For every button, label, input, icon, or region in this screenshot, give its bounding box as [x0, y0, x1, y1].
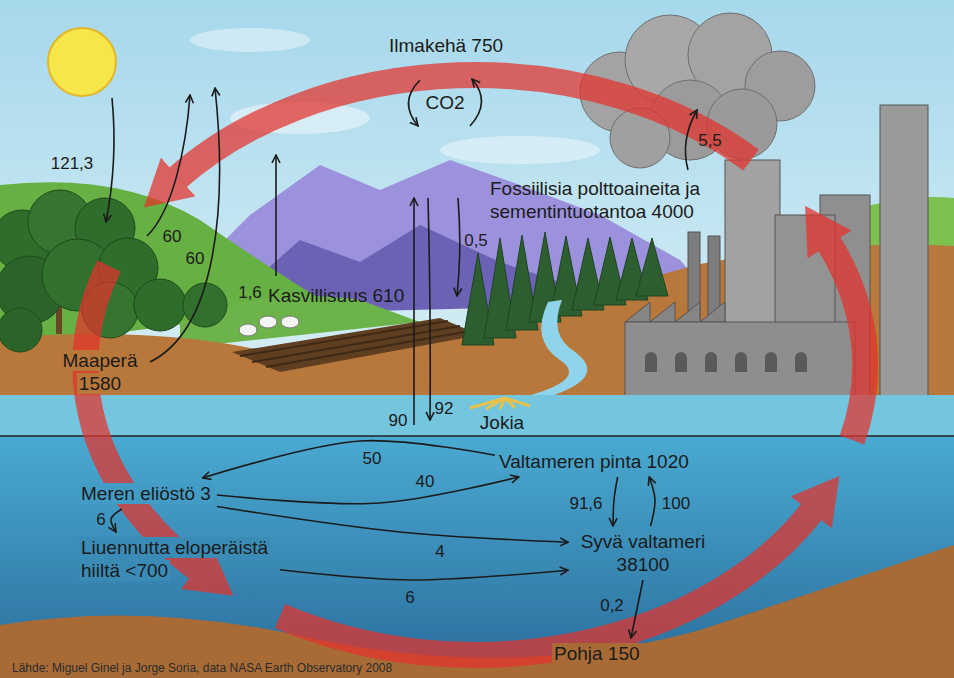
carbon-reservoir: Kasvillisuus 610: [264, 280, 408, 311]
connector-group: [111, 441, 655, 638]
flux-value: 121,3: [51, 155, 94, 172]
flux-arrow: [203, 441, 495, 478]
flux-arrow: [280, 570, 568, 580]
carbon-reservoir: Pohja 150: [548, 638, 646, 669]
flux-value: 91,6: [569, 495, 602, 512]
cycle-arrows: [85, 266, 199, 570]
factory: [625, 302, 725, 322]
plowed-field: [266, 331, 470, 367]
flux-value: 6: [405, 589, 414, 606]
sheep: [281, 316, 299, 328]
reservoir-name: Valtameren pinta 1020: [499, 451, 689, 472]
flux-value: 1,6: [238, 284, 262, 301]
flux-value: 5,5: [698, 132, 722, 149]
sun: [48, 28, 116, 96]
sea-surface-line: [0, 435, 954, 437]
flux-value: 6: [96, 511, 105, 528]
flux-arrow: [457, 198, 460, 296]
flux-arrow: [147, 95, 190, 236]
flux-arrow: [613, 477, 618, 526]
river-delta: [470, 398, 530, 409]
factory: [625, 322, 855, 396]
sun: [48, 28, 116, 96]
reservoir-name: Syvä valtameri 38100: [581, 531, 706, 575]
factory: [645, 352, 807, 372]
carbon-reservoir: Syvä valtameri 38100: [568, 526, 718, 580]
sky: [0, 0, 954, 420]
carbon-reservoir: Valtameren pinta 1020: [495, 446, 693, 477]
plowed-field: [252, 326, 460, 362]
flux-arrow: [106, 79, 697, 425]
deciduous-trees: [0, 308, 42, 352]
cycle-arrows: [176, 75, 751, 179]
flux-arrow: [150, 88, 220, 362]
cycle-arrows: [828, 242, 865, 440]
flux-value: 60: [186, 250, 205, 267]
gas-formula: CO2: [425, 93, 464, 112]
deciduous-trees: [183, 283, 227, 327]
river: [520, 300, 587, 398]
sky: [440, 136, 600, 164]
ocean: [0, 395, 954, 436]
flux-arrow: [275, 155, 277, 276]
flux-arrow: [111, 509, 122, 532]
carbon-reservoir: Meren eliöstö 3: [75, 478, 217, 509]
flux-arrow: [106, 98, 114, 222]
reservoir-name: Meren eliöstö 3: [79, 483, 213, 504]
carbon-reservoir: Maaperä 1580: [55, 345, 145, 399]
reservoir-name: Ilmakehä 750: [389, 35, 503, 56]
ocean: [0, 436, 954, 678]
sheep: [259, 316, 277, 328]
cycle-arrows: [280, 510, 813, 655]
flux-arrow: [217, 507, 568, 543]
place-name: Jokia: [480, 413, 524, 432]
sea-surface-line: [0, 436, 954, 437]
flux-arrow: [428, 198, 430, 420]
reservoir-name: Fossiilisia polttoaineita ja sementintuo…: [490, 178, 700, 222]
flux-arrow: [649, 477, 655, 526]
flux-arrow: [470, 79, 482, 126]
flux-arrow: [631, 580, 643, 638]
carbon-reservoir: Fossiilisia polttoaineita ja sementintuo…: [486, 173, 726, 227]
flux-value: 0,5: [464, 232, 488, 249]
sky: [0, 0, 954, 420]
sheep: [239, 324, 257, 336]
flux-arrow: [217, 477, 519, 504]
flux-arrow: [413, 198, 415, 425]
river: [520, 300, 587, 398]
river-delta: [470, 398, 530, 409]
carbon-reservoir: Ilmakehä 750: [385, 30, 507, 61]
sheep: [239, 316, 299, 336]
factory: [880, 105, 928, 405]
flux-arrow: [408, 80, 420, 126]
flux-value: 100: [662, 495, 690, 512]
flux-value: 50: [363, 450, 382, 467]
reservoir-name: Pohja 150: [552, 643, 642, 664]
reservoir-name: Liuennutta eloperäistä hiiltä <700: [79, 537, 270, 581]
flux-value: 0,2: [600, 597, 624, 614]
source-note: Lähde: Miguel Ginel ja Jorge Soria, data…: [12, 662, 392, 674]
flux-value: 40: [416, 473, 435, 490]
flux-value: 4: [435, 543, 444, 560]
deciduous-trees: [134, 279, 186, 331]
sky: [190, 28, 310, 52]
carbon-reservoir: Liuennutta eloperäistä hiiltä <700: [75, 532, 280, 586]
flux-value: 92: [435, 400, 454, 417]
flux-arrow: [685, 110, 697, 170]
flux-value: 90: [389, 412, 408, 429]
conifer-trees: [636, 238, 668, 296]
reservoir-name: Kasvillisuus 610: [268, 285, 404, 306]
cycle-arrows: [85, 75, 865, 655]
flux-value: 60: [163, 228, 182, 245]
reservoir-name: Maaperä 1580: [61, 350, 140, 394]
